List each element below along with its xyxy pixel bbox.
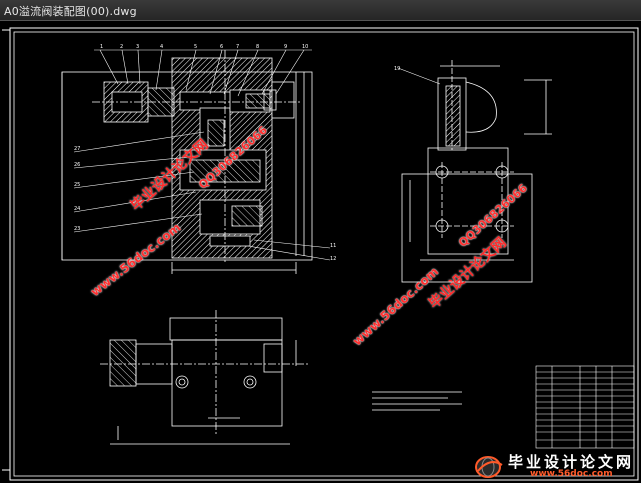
part-numbers-left: 27 26 25 24 23 — [74, 146, 80, 232]
svg-text:10: 10 — [302, 44, 308, 50]
main-section-view — [61, 50, 313, 274]
site-logo: 毕业设计论文网 www.56doc.com — [474, 453, 639, 481]
cad-drawing: 1 2 3 4 5 6 7 8 9 10 27 26 25 24 23 — [2, 27, 639, 481]
side-view — [401, 60, 552, 283]
window-titlebar: A0溢流阀装配图(00).dwg — [0, 0, 641, 21]
svg-text:1: 1 — [100, 44, 103, 50]
svg-text:25: 25 — [74, 182, 80, 188]
svg-text:9: 9 — [284, 44, 287, 50]
svg-text:3: 3 — [136, 44, 139, 50]
logo-url: www.56doc.com — [530, 469, 613, 479]
svg-text:8: 8 — [256, 44, 259, 50]
logo-text-cn: 毕业设计论文网 — [508, 453, 635, 471]
leader-lines-left — [73, 131, 205, 233]
drawing-canvas[interactable]: 1 2 3 4 5 6 7 8 9 10 27 26 25 24 23 — [0, 20, 641, 483]
part-numbers-top: 1 2 3 4 5 6 7 8 9 10 — [100, 44, 308, 50]
svg-text:2: 2 — [120, 44, 123, 50]
svg-text:23: 23 — [74, 226, 80, 232]
leader-lines-top — [94, 49, 312, 97]
svg-text:27: 27 — [74, 146, 80, 152]
window-title: A0溢流阀装配图(00).dwg — [4, 5, 137, 18]
svg-text:7: 7 — [236, 44, 239, 50]
svg-text:24: 24 — [74, 206, 80, 212]
svg-text:4: 4 — [160, 44, 163, 50]
technical-notes — [372, 391, 462, 411]
side-view-label: 19 — [394, 66, 400, 72]
svg-text:5: 5 — [194, 44, 197, 50]
svg-text:26: 26 — [74, 162, 80, 168]
drawing-frame — [9, 27, 639, 481]
svg-text:6: 6 — [220, 44, 223, 50]
svg-text:12: 12 — [330, 256, 336, 262]
svg-text:11: 11 — [330, 243, 336, 249]
part-numbers-right: 11 12 — [330, 243, 336, 262]
bottom-view — [100, 310, 310, 445]
title-block — [535, 365, 635, 449]
globe-icon — [475, 456, 503, 478]
